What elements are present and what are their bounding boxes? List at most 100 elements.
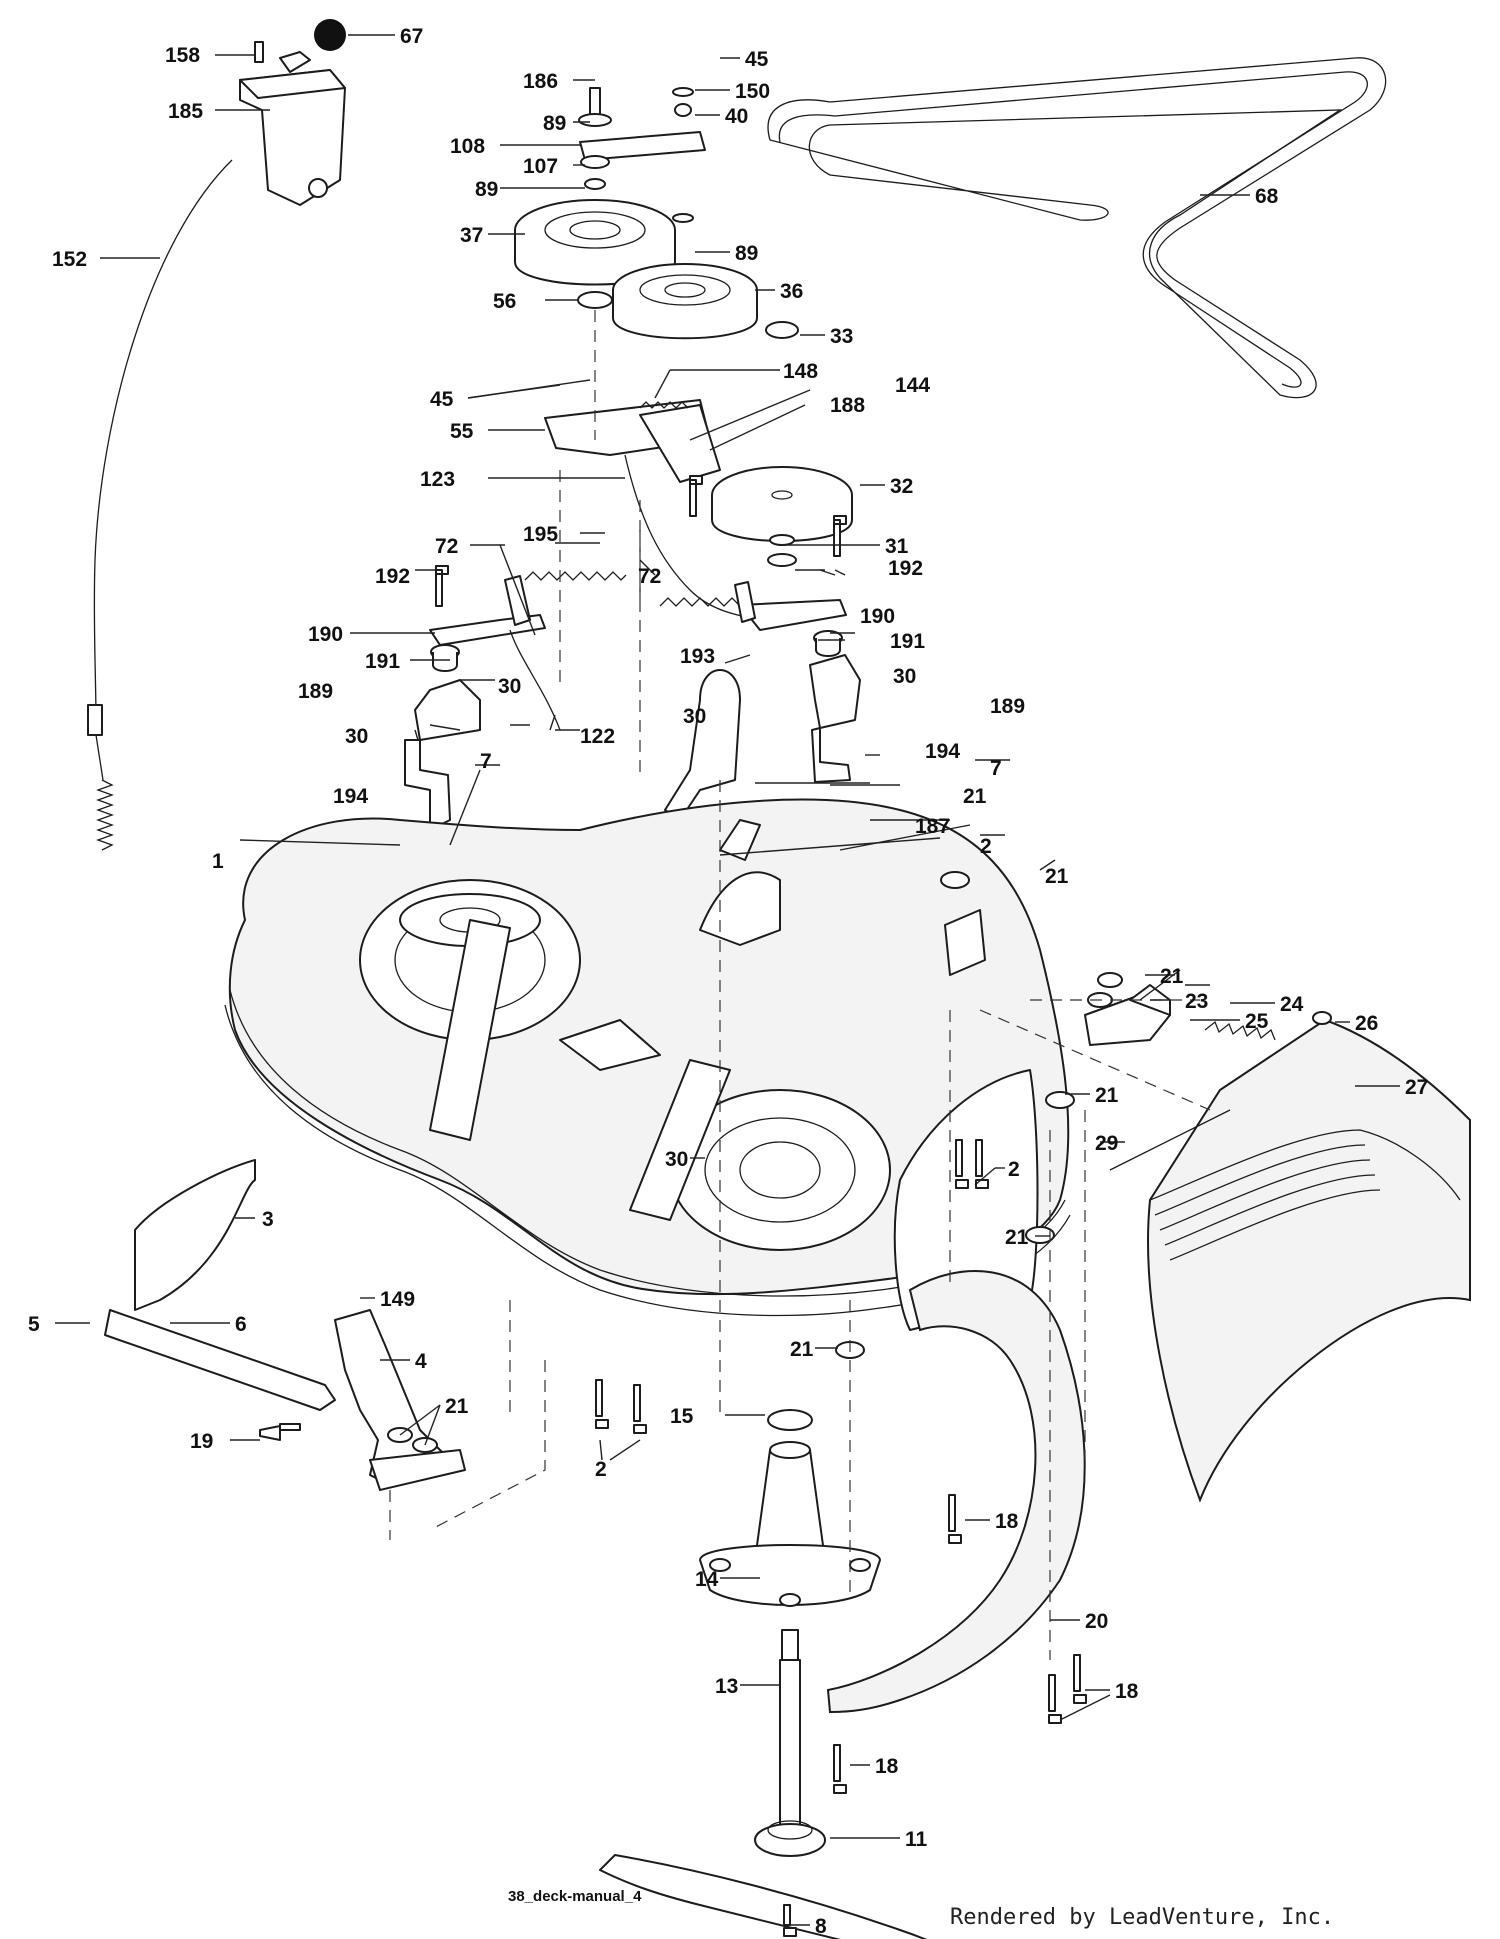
callout-19: 19	[190, 1430, 213, 1453]
assembly-lines	[389, 310, 1211, 1660]
idler-arm	[544, 399, 721, 483]
callout-149: 149	[380, 1288, 415, 1311]
callout-24: 24	[1280, 993, 1304, 1016]
callout-30-d: 30	[683, 705, 706, 728]
callout-3: 3	[262, 1208, 274, 1231]
callout-29: 29	[1095, 1132, 1118, 1155]
callout-26: 26	[1355, 1012, 1378, 1035]
callout-45-b: 45	[430, 388, 454, 411]
callout-1: 1	[212, 850, 224, 873]
callout-21-f: 21	[445, 1395, 469, 1418]
callout-18-b: 18	[875, 1755, 899, 1778]
callout-18-c: 18	[1115, 1680, 1139, 1703]
pulley-33-32	[711, 321, 853, 567]
callout-21-d: 21	[1095, 1084, 1119, 1107]
callout-191-b: 191	[890, 630, 925, 653]
lift-handle-bracket	[239, 19, 346, 206]
callout-25: 25	[1245, 1010, 1269, 1033]
callout-15: 15	[670, 1405, 694, 1428]
callout-72-a: 72	[435, 535, 458, 558]
callout-107: 107	[523, 155, 558, 178]
callout-31: 31	[885, 535, 909, 558]
callout-21-c: 21	[1160, 965, 1184, 988]
callout-189-b: 189	[990, 695, 1025, 718]
callout-4: 4	[415, 1350, 427, 1373]
render-credit: Rendered by LeadVenture, Inc.	[950, 1905, 1335, 1930]
callout-55: 55	[450, 420, 474, 443]
callout-32: 32	[890, 475, 913, 498]
callout-56: 56	[493, 290, 516, 313]
callout-150: 150	[735, 80, 770, 103]
callout-27: 27	[1405, 1076, 1428, 1099]
callout-72-b: 72	[638, 565, 661, 588]
callout-20: 20	[1085, 1610, 1108, 1633]
callout-2-b: 2	[1008, 1158, 1020, 1181]
callout-195: 195	[523, 523, 558, 546]
callout-193: 193	[680, 645, 715, 668]
callout-194-b: 194	[925, 740, 960, 763]
callout-30-c: 30	[345, 725, 368, 748]
callout-189-a: 189	[298, 680, 333, 703]
callout-122: 122	[580, 725, 615, 748]
callout-21-e: 21	[1005, 1226, 1029, 1249]
callout-192-b: 192	[888, 557, 923, 580]
callout-148: 148	[783, 360, 818, 383]
callout-7-b: 7	[990, 757, 1002, 780]
spindle-assembly	[699, 1409, 881, 1857]
drive-belt	[767, 57, 1387, 399]
callout-187: 187	[915, 815, 950, 838]
callout-33: 33	[830, 325, 853, 348]
callout-158: 158	[165, 44, 200, 67]
callout-194-a: 194	[333, 785, 368, 808]
discharge-chute	[1109, 1018, 1471, 1503]
callout-2-c: 2	[595, 1458, 607, 1481]
fasteners	[259, 475, 1332, 1937]
callout-36: 36	[780, 280, 803, 303]
mower-deck-shell	[224, 798, 1071, 1331]
callout-30-e: 30	[665, 1148, 688, 1171]
leader-lines	[55, 34, 1400, 1926]
cable-spring	[96, 779, 114, 851]
callout-5: 5	[28, 1313, 40, 1336]
callout-67: 67	[400, 25, 423, 48]
callout-40: 40	[725, 105, 748, 128]
callout-7-a: 7	[480, 750, 492, 773]
mower-blade	[599, 1854, 928, 1939]
callout-11: 11	[905, 1828, 928, 1851]
callout-68: 68	[1255, 185, 1279, 208]
callout-21-g: 21	[790, 1338, 814, 1361]
callout-185: 185	[168, 100, 203, 123]
callout-45-a: 45	[745, 48, 769, 71]
diagram-caption: 38_deck-manual_4	[508, 1888, 642, 1905]
callout-108: 108	[450, 135, 485, 158]
callout-37: 37	[460, 224, 483, 247]
callout-labels: 67 158 185 152 186 89 108 107 89 37 45 1…	[28, 25, 1428, 1938]
callout-191-a: 191	[365, 650, 400, 673]
callout-6: 6	[235, 1313, 247, 1336]
callout-190-a: 190	[308, 623, 343, 646]
callout-8: 8	[815, 1915, 827, 1938]
callout-188: 188	[830, 394, 865, 417]
callout-186: 186	[523, 70, 558, 93]
link-rod-123	[624, 454, 761, 621]
callout-14: 14	[695, 1568, 719, 1591]
callout-23: 23	[1185, 990, 1208, 1013]
callout-18-a: 18	[995, 1510, 1019, 1533]
callout-30-a: 30	[498, 675, 521, 698]
callout-152: 152	[52, 248, 87, 271]
callout-89-c: 89	[735, 242, 758, 265]
callout-192-a: 192	[375, 565, 410, 588]
callout-13: 13	[715, 1675, 738, 1698]
knob-67	[314, 19, 346, 51]
callout-30-b: 30	[893, 665, 916, 688]
callout-144: 144	[895, 374, 930, 397]
callout-123: 123	[420, 468, 455, 491]
pulley-right	[612, 87, 758, 340]
callout-89-a: 89	[543, 112, 566, 135]
lift-cable	[93, 159, 233, 721]
callout-190-b: 190	[860, 605, 895, 628]
callout-2-a: 2	[980, 835, 992, 858]
callout-21-b: 21	[1045, 865, 1069, 888]
callout-89-b: 89	[475, 178, 498, 201]
